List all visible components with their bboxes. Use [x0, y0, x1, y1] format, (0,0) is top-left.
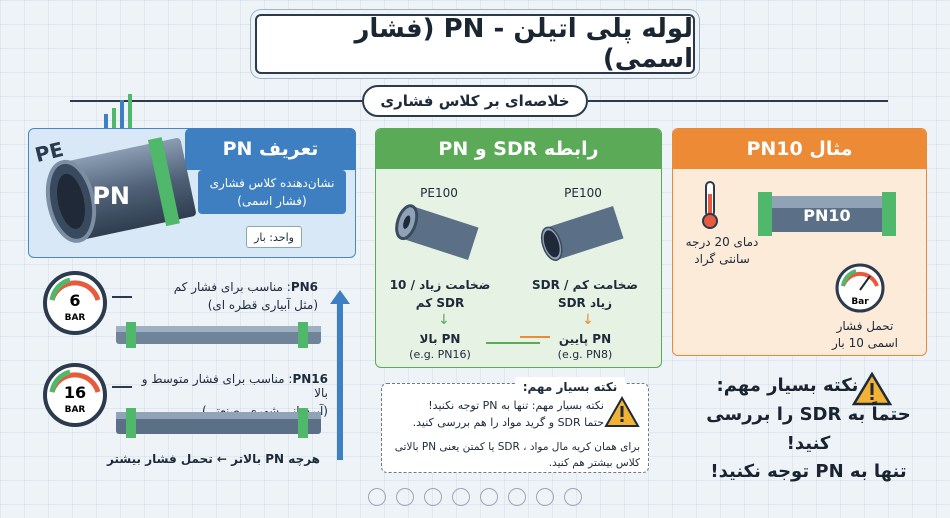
sdr-right-desc: ضخامت کم / SDR زیاد SDR [531, 278, 639, 310]
coupling-icon [508, 488, 526, 506]
big-note-line2: حتماً به SDR را بررسی کنید! [706, 403, 911, 454]
subtitle: خلاصه‌ای بر کلاس فشاری [362, 85, 588, 117]
tap-icon [480, 488, 498, 506]
sdr-left-material: PE100 [420, 186, 458, 200]
big-warning-icon [852, 372, 892, 406]
subtitle-line-right [588, 100, 888, 102]
pn16-label: PN16 [292, 372, 328, 386]
note-box [381, 383, 649, 473]
definition-unit: واحد: بار [246, 226, 302, 248]
bar-gauge-unit: Bar [851, 297, 869, 307]
gauge-6-value: 6 [69, 291, 80, 310]
increase-arrow [330, 290, 350, 460]
sdr-left-example: (e.g. PN16) [409, 348, 471, 361]
note-line1: نکته بسیار مهم: تنها به PN توجه نکنید! [428, 399, 604, 412]
arrow-down-left: ↓ [438, 312, 450, 328]
gauge-6-icon: 6 BAR [43, 271, 107, 335]
sdr-link-orange [520, 336, 550, 338]
subtitle-line-left [70, 100, 362, 102]
sdr-left-desc: ضخامت زیاد / 10 SDR کم [389, 278, 491, 310]
thermometer-icon [702, 181, 718, 229]
note-tag: نکته بسیار مهم: [515, 377, 625, 397]
fitting-icon [536, 488, 554, 506]
gauge-icon [452, 488, 470, 506]
pn6-label: PN6 [290, 280, 318, 294]
pipe-pn-label: PN [92, 182, 130, 210]
pipe-icon [368, 488, 386, 506]
pn-summary: هرچه PN بالاتر ← تحمل فشار بیشتر [107, 452, 320, 466]
gauge-16-value: 16 [64, 383, 86, 402]
page-title: لوله پلی اتیلن - PN (فشار اسمی) [255, 14, 695, 74]
gauge-16-unit: BAR [65, 405, 86, 415]
big-note: نکته بسیار مهم: حتماً به SDR را بررسی کن… [686, 372, 931, 487]
big-note-line1: نکته بسیار مهم: [716, 375, 859, 396]
thick-pipe-icon [395, 204, 479, 260]
note-line3: برای همان کریه مال مواد ، SDR یا کمتن یع… [394, 441, 640, 469]
pn6-example: (مثل آبیاری قطره ای) [207, 298, 318, 312]
pn10-pipe-label: PN10 [803, 206, 850, 225]
big-note-line3: تنها به PN توجه نکنید! [710, 461, 907, 483]
arrow-pn16 [112, 386, 132, 388]
chart-bars-icon [104, 94, 132, 128]
warning-icon [604, 396, 640, 427]
sdr-left-result: PN بالا [419, 332, 461, 346]
sdr-right-example: (e.g. PN8) [557, 348, 613, 361]
example-temp: دمای 20 درجه سانتی گراد [685, 235, 759, 266]
example-pressure: تحمل فشار اسمی 10 بار [831, 319, 899, 350]
pipe-small-pn16 [116, 408, 321, 438]
sdr-right-result: PN پایین [558, 332, 612, 346]
thin-pipe-icon [540, 206, 624, 261]
note-text: نکته بسیار مهم: تنها به PN توجه نکنید! ح… [390, 398, 604, 431]
pn-pipe-illustration: PN PE [33, 137, 196, 243]
example-heading: مثال PN10 [673, 129, 926, 169]
example-panel: مثال PN10 [672, 128, 927, 356]
bar-gauge-icon: Bar [835, 263, 885, 313]
pn16-desc: : مناسب برای فشار متوسط و بالا [141, 372, 328, 400]
pn10-pipe: PN10 [758, 192, 896, 236]
sdr-link-green [486, 342, 540, 344]
pn6-desc: : مناسب برای فشار کم [173, 280, 291, 294]
valve-icon [564, 488, 582, 506]
warning-small-icon [424, 488, 442, 506]
pipe-small-pn6 [116, 322, 321, 348]
sdr-panel: رابطه SDR و PN [375, 128, 662, 368]
definition-heading: تعریف PN [185, 128, 356, 170]
sdr-heading: رابطه SDR و PN [376, 129, 661, 169]
gear-icon [396, 488, 414, 506]
sdr-right-material: PE100 [564, 186, 602, 200]
note-line2: حتما SDR و گرید مواد را هم بررسی کنید. [412, 415, 604, 429]
footer-icons [355, 488, 595, 514]
definition-description: نشان‌دهنده کلاس فشاری (فشار اسمی) [198, 170, 346, 214]
gauge-16-icon: 16 BAR [43, 363, 107, 427]
pn6-text: PN6: مناسب برای فشار کم (مثل آبیاری قطره… [136, 280, 318, 312]
gauge-6-unit: BAR [65, 313, 86, 323]
arrow-pn6 [112, 296, 132, 298]
arrow-down-right: ↓ [582, 312, 594, 328]
